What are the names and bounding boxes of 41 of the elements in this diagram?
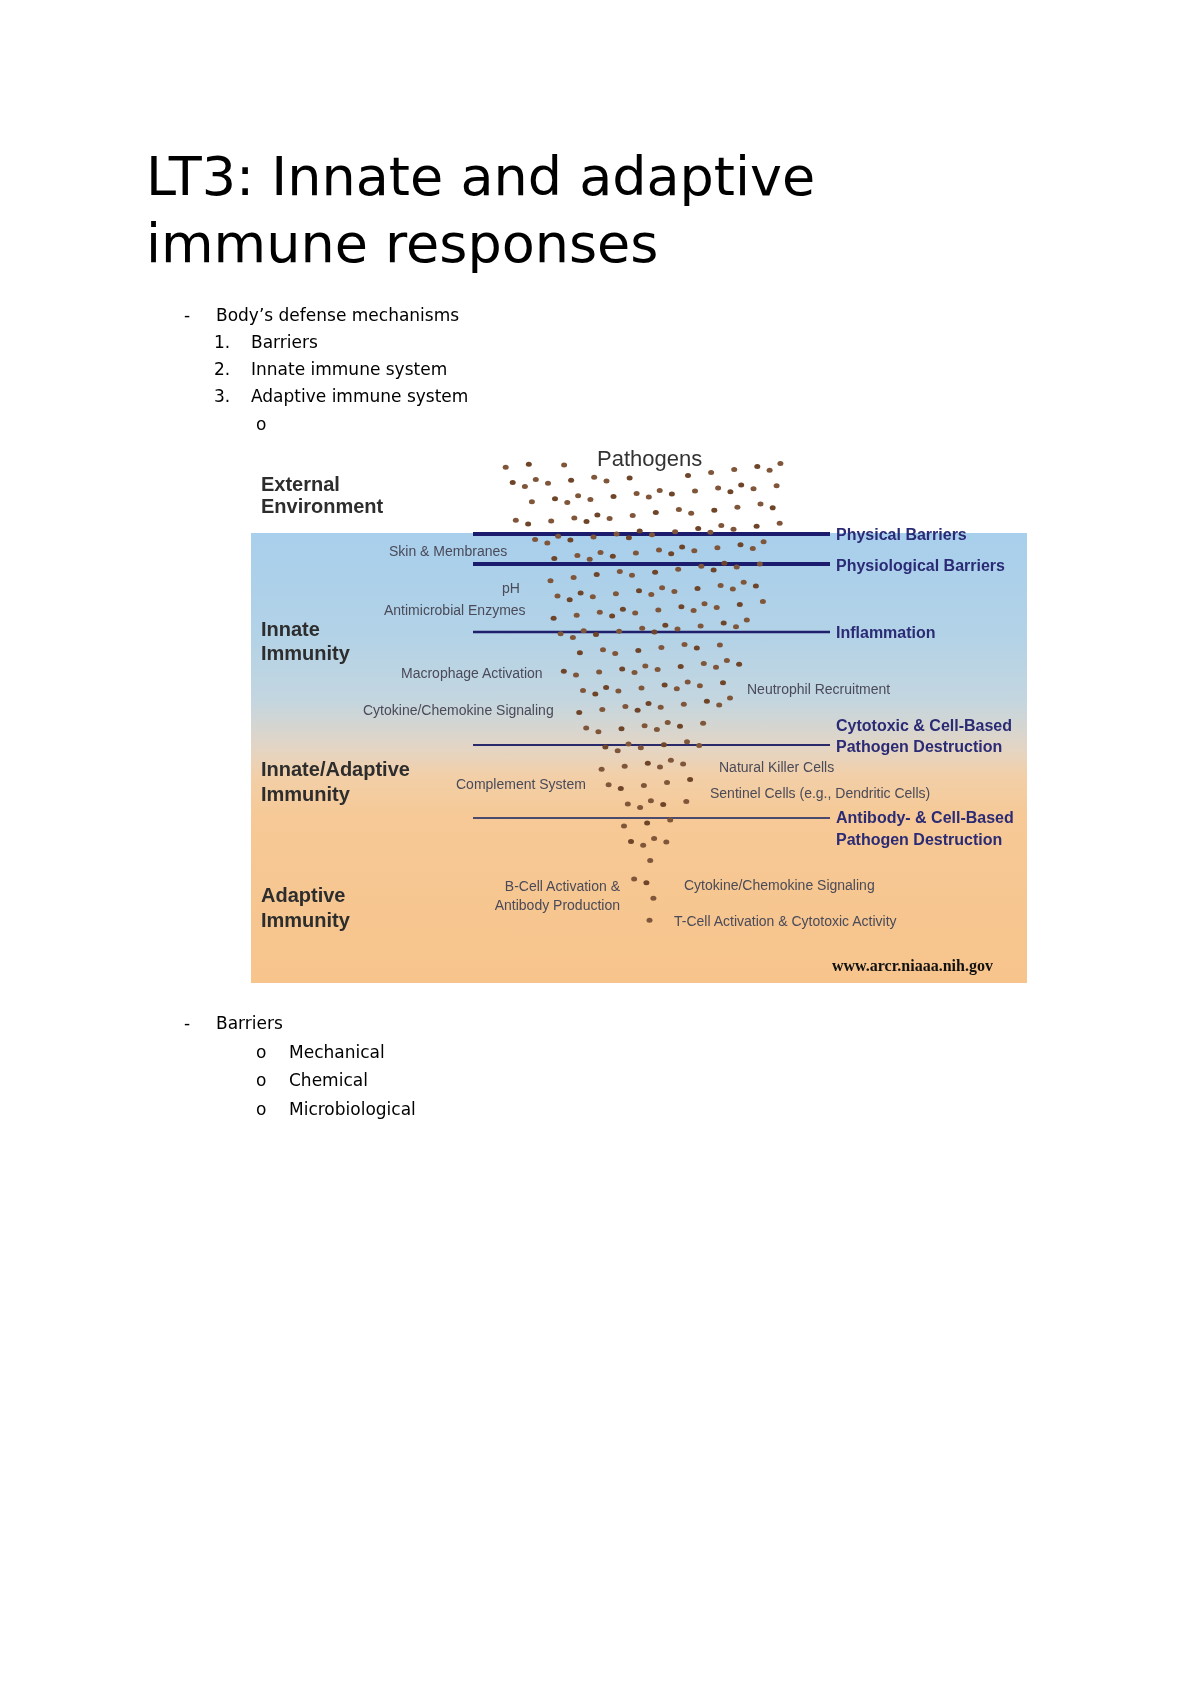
level-label: Physiological Barriers (836, 555, 1005, 576)
zone-heading: Adaptive Immunity (261, 882, 351, 933)
mechanism-label: Sentinel Cells (e.g., Dendritic Cells) (710, 783, 931, 803)
level-label: Inflammation (836, 622, 936, 643)
mechanism-label: T-Cell Activation & Cytotoxic Activity (674, 911, 897, 931)
mechanism-label: pH (502, 578, 520, 598)
mechanism-label: Antimicrobial Enzymes (384, 600, 526, 620)
list-item-text: Innate immune system (251, 357, 448, 381)
list-item-text: Barriers (216, 1011, 283, 1035)
bullet-marker: o (256, 1040, 267, 1064)
page-title: LT3: Innate and adaptive immune responses (146, 144, 817, 277)
list-item-text: Chemical (289, 1068, 368, 1092)
mechanism-label: Neutrophil Recruitment (747, 679, 891, 699)
level-label: Cytotoxic & Cell-Based Pathogen Destruction (836, 715, 1014, 757)
level-label: Antibody- & Cell-Based Pathogen Destruction (836, 808, 1015, 850)
mechanism-label: Natural Killer Cells (719, 757, 835, 777)
mechanism-label: Cytokine/Chemokine Signaling (684, 875, 875, 895)
mechanism-label: Macrophage Activation (401, 663, 543, 683)
bullet-marker: o (256, 1068, 267, 1092)
list-item-text: Adaptive immune system (251, 384, 469, 408)
bullet-marker: o (256, 412, 267, 436)
list-item-text: Barriers (251, 330, 318, 354)
zone-heading: Innate Immunity (261, 617, 351, 665)
list-item-text: Mechanical (289, 1040, 385, 1064)
figure-heading: Pathogens (597, 446, 703, 472)
bullet-dash: - (184, 303, 191, 327)
mechanism-label: Skin & Membranes (389, 541, 508, 561)
bullet-dash: - (184, 1011, 191, 1035)
bullet-marker: o (256, 1097, 267, 1121)
mechanism-label: Cytokine/Chemokine Signaling (363, 700, 554, 720)
list-number: 1. (214, 330, 231, 354)
source-url: www.arcr.niaaa.nih.gov (832, 956, 993, 976)
level-label: Physical Barriers (836, 524, 967, 545)
list-number: 2. (214, 357, 231, 381)
mechanism-label: B-Cell Activation & Antibody Production (493, 876, 620, 915)
list-item-text: Microbiological (289, 1097, 416, 1121)
zone-heading: Innate/Adaptive Immunity (261, 756, 411, 807)
list-number: 3. (214, 384, 231, 408)
mechanism-label: Complement System (456, 774, 586, 794)
list-item-text: Body’s defense mechanisms (216, 303, 460, 327)
zone-heading: External Environment (261, 473, 385, 517)
